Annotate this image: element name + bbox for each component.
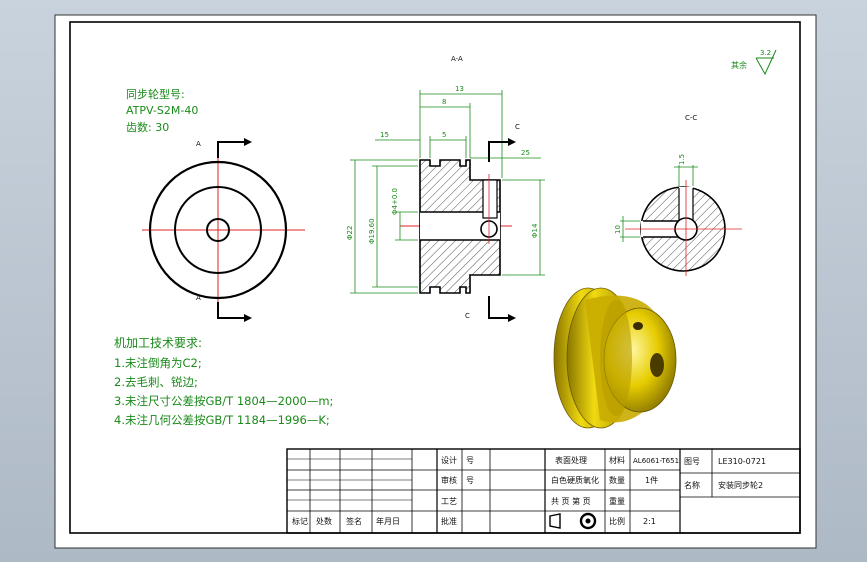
label-weight: 重量 — [609, 496, 625, 506]
roughness-label: 其余 — [731, 60, 747, 70]
pulley-spec: 同步轮型号: ATPV-S2M-40 齿数: 30 — [126, 87, 198, 134]
technical-notes: 机加工技术要求: 1.未注倒角为C2; 2.去毛刺、锐边; 3.未注尺寸公差按G… — [114, 336, 333, 427]
dim-8: 8 — [442, 98, 446, 106]
roughness-symbol: 其余 3.2 — [731, 49, 777, 76]
pulley-3d-render — [553, 287, 677, 429]
dim-dia4: Φ4+0.0 — [391, 188, 399, 215]
label-review: 审核 — [441, 475, 457, 485]
dim-dia14: Φ14 — [531, 223, 539, 238]
front-view: A A — [142, 138, 305, 322]
label-name: 名称 — [684, 480, 700, 490]
value-scale: 2:1 — [643, 517, 656, 526]
spec-line-3: 齿数: 30 — [126, 121, 169, 134]
value-qty: 1件 — [645, 475, 658, 485]
section-label-aa: A-A — [451, 55, 463, 63]
sheet-count: 共 页 第 页 — [551, 496, 591, 506]
col-chushu: 处数 — [316, 516, 332, 526]
bore-circle — [206, 218, 230, 242]
notes-item-1: 1.未注倒角为C2; — [114, 356, 202, 370]
col-date: 年月日 — [376, 516, 400, 526]
projection-symbol-icon — [549, 512, 597, 530]
section-c-markers: C C — [465, 123, 520, 322]
label-hao-2: 号 — [466, 476, 474, 485]
section-mark-a-bottom: A — [196, 294, 201, 302]
dim-15: 15 — [380, 131, 389, 139]
title-block — [286, 448, 801, 534]
label-scale: 比例 — [609, 516, 625, 526]
dim-25: 25 — [521, 149, 530, 157]
section-aa-dimension-text: 13 8 15 5 25 Φ22 Φ19.60 Φ4+0.0 Φ14 — [346, 85, 539, 244]
notes-item-2: 2.去毛刺、锐边; — [114, 375, 198, 389]
section-aa-dimensions — [350, 90, 545, 294]
dim-dia22: Φ22 — [346, 226, 354, 240]
label-design: 设计 — [441, 455, 457, 465]
label-qty: 数量 — [609, 475, 625, 485]
label-craft: 工艺 — [441, 497, 457, 506]
notes-title: 机加工技术要求: — [114, 336, 202, 350]
dim-dia1960: Φ19.60 — [368, 218, 376, 244]
section-cc-view: 1.5 10 — [614, 154, 742, 276]
label-surface: 表面处理 — [555, 455, 587, 465]
section-aa-view — [400, 159, 512, 294]
value-name: 安装同步轮2 — [718, 480, 763, 490]
section-mark-c-top: C — [515, 123, 520, 131]
roughness-value: 3.2 — [760, 49, 771, 57]
col-qianming: 签名 — [346, 516, 362, 526]
value-surface: 白色硬质氧化 — [551, 475, 599, 485]
label-hao-1: 号 — [466, 456, 474, 465]
section-label-cc: C-C — [685, 114, 697, 122]
notes-item-4: 4.未注几何公差按GB/T 1184—1996—K; — [114, 413, 330, 427]
title-block-text: 标记 处数 签名 年月日 设计 号 审核 号 工艺 批准 表面处理 白色硬质氧化… — [292, 455, 766, 530]
dim-13: 13 — [455, 85, 464, 93]
label-drawing-no: 图号 — [684, 457, 700, 466]
notes-item-3: 3.未注尺寸公差按GB/T 1804—2000—m; — [114, 394, 333, 408]
spec-line-1: 同步轮型号: — [126, 87, 185, 101]
value-material: AL6061-T651 — [633, 457, 679, 465]
label-material: 材料 — [609, 455, 625, 465]
hub-circle — [174, 186, 262, 274]
dim-cc-height: 10 — [614, 225, 622, 234]
dim-cc-width: 1.5 — [678, 154, 686, 165]
section-mark-a-top: A — [196, 140, 201, 148]
col-biaoji: 标记 — [292, 516, 308, 526]
dim-5: 5 — [442, 131, 446, 139]
value-drawing-no: LE310-0721 — [718, 457, 766, 466]
outer-circle — [148, 160, 288, 300]
label-approve: 批准 — [441, 516, 457, 526]
spec-line-2: ATPV-S2M-40 — [126, 104, 198, 117]
section-mark-c-bottom: C — [465, 312, 470, 320]
